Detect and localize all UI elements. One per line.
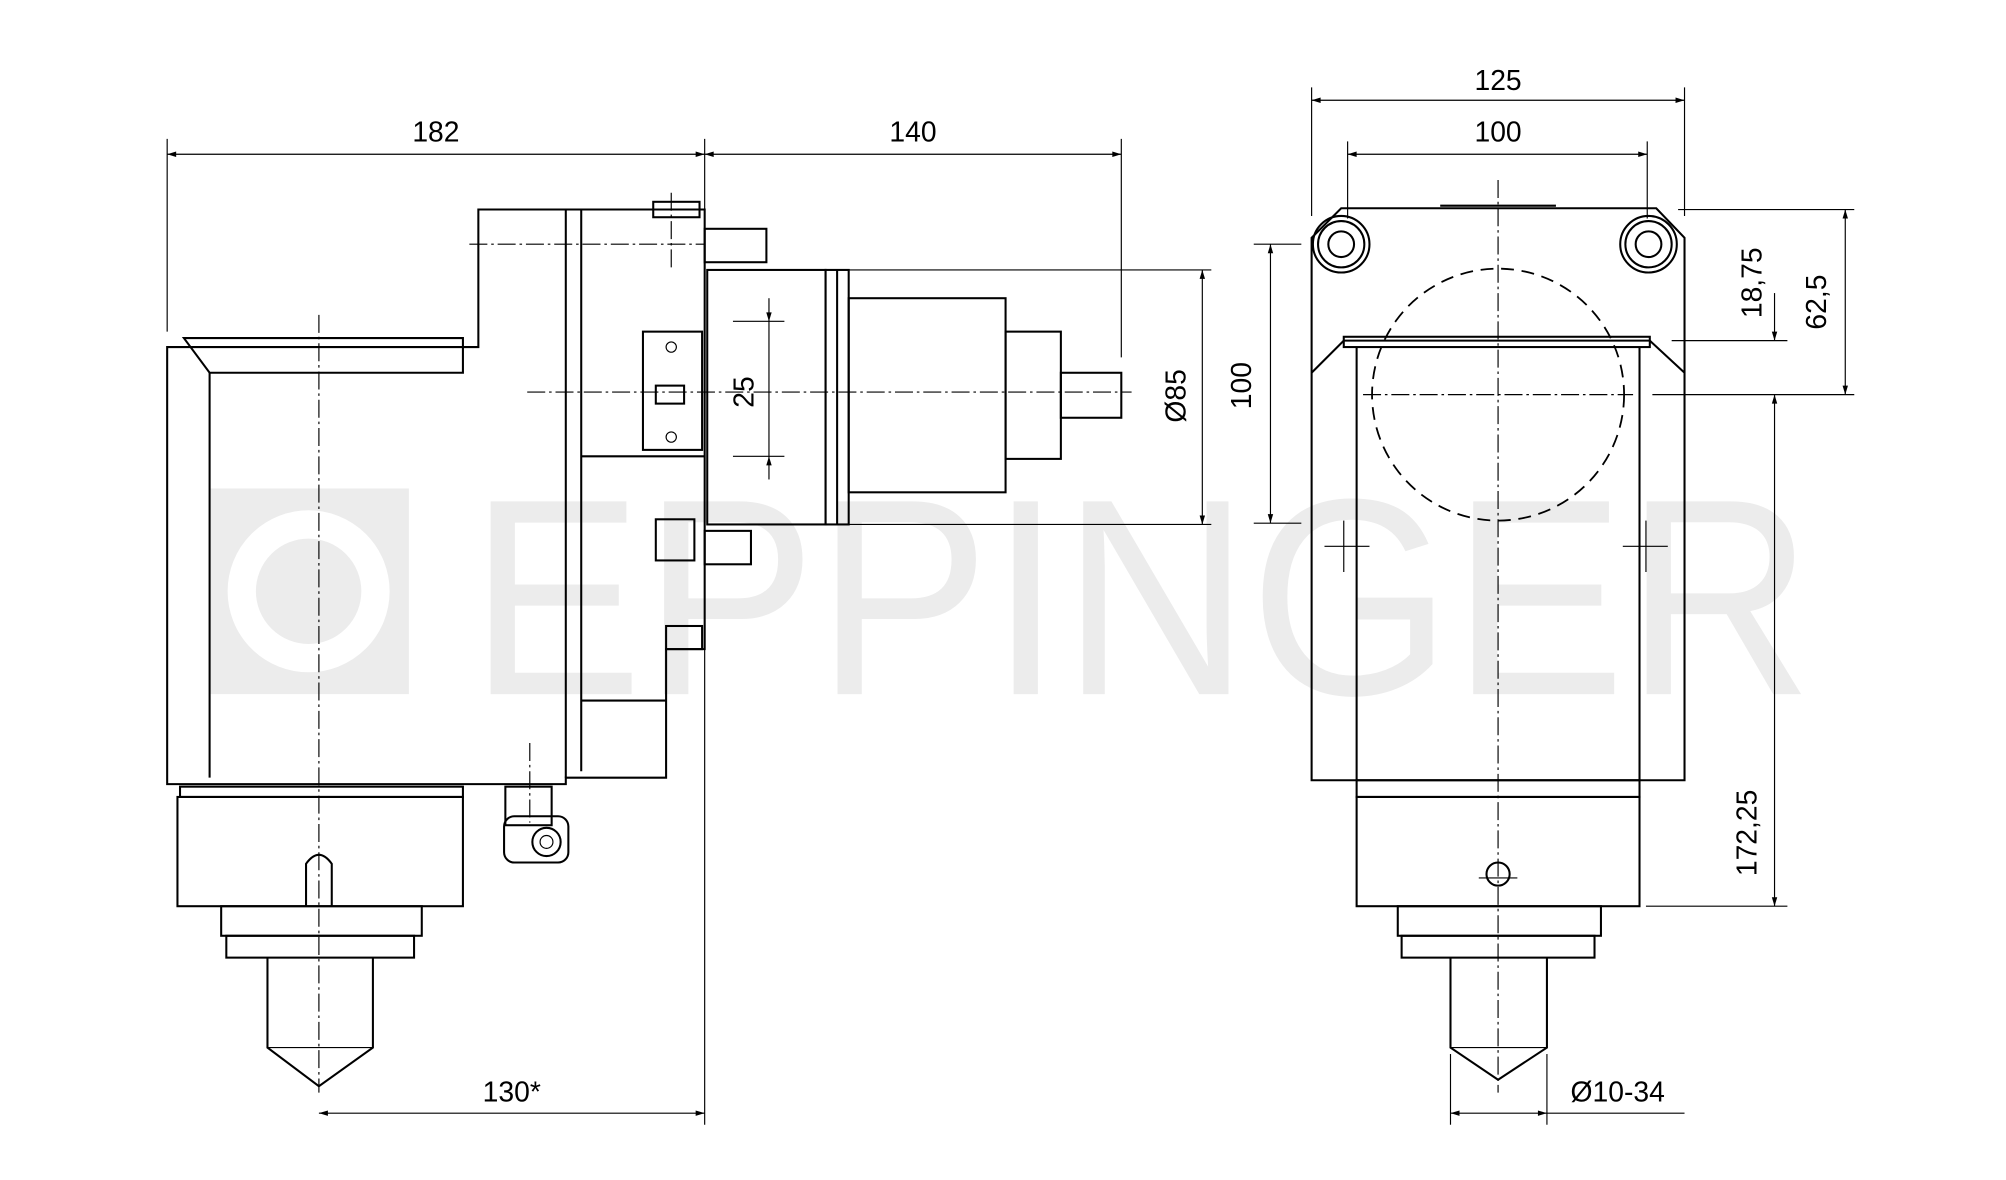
dim-diameter-85: Ø85 (1160, 369, 1192, 422)
mount-bolt-left (1311, 214, 1371, 274)
dim-25: 25 (728, 376, 760, 407)
eppinger-watermark: EPPINGER (209, 441, 1813, 754)
dim-125: 125 (1474, 64, 1521, 96)
dim-18-75: 18,75 (1736, 247, 1768, 318)
front-housing-outline (1310, 207, 1686, 782)
watermark-text: EPPINGER (469, 441, 1813, 754)
mount-bolt-right (1619, 214, 1678, 274)
connector-block (641, 330, 704, 451)
dim-182: 182 (412, 115, 459, 147)
dim-172-25: 172,25 (1731, 790, 1763, 876)
tool (266, 957, 374, 1088)
dim-100-height: 100 (1225, 362, 1257, 409)
spindle-nose (176, 795, 464, 908)
front-tool (1449, 957, 1548, 1081)
dim-collet-range: Ø10-34 (1571, 1076, 1665, 1108)
bolt (703, 227, 768, 264)
dim-100-width: 100 (1474, 115, 1521, 147)
dim-130: 130* (483, 1076, 541, 1108)
coolant-fitting (504, 785, 553, 827)
dim-140: 140 (889, 115, 936, 147)
front-view: 125 100 100 62,5 18,75 172,25 Ø10-34 (1225, 64, 1855, 1125)
motor (706, 268, 1123, 526)
dim-62-5: 62,5 (1800, 275, 1832, 330)
side-view: 182 140 25 Ø85 130* (166, 115, 1212, 1125)
